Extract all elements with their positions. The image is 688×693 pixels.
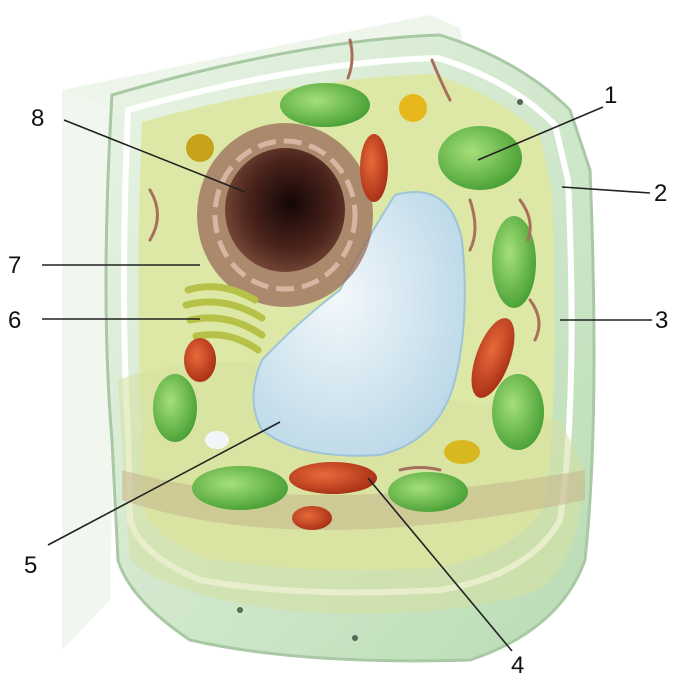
vesicle	[205, 431, 229, 449]
chloroplast	[388, 472, 468, 512]
label-3: 3	[655, 309, 668, 333]
mitochondrion	[360, 134, 388, 202]
nucleus	[225, 148, 345, 272]
peroxisome	[399, 94, 427, 122]
chloroplast	[192, 466, 288, 510]
wall-pore	[517, 99, 523, 105]
mitochondrion	[184, 338, 216, 382]
wall-pore	[237, 607, 243, 613]
label-2: 2	[654, 182, 667, 206]
label-4: 4	[511, 654, 524, 678]
label-8: 8	[31, 107, 44, 131]
chloroplast	[280, 83, 370, 127]
peroxisome	[444, 440, 480, 464]
label-7: 7	[8, 254, 21, 278]
chloroplast	[153, 374, 197, 442]
chloroplast	[438, 126, 522, 190]
mitochondrion	[292, 506, 332, 530]
wall-pore	[352, 635, 358, 641]
label-1: 1	[604, 84, 617, 108]
label-6: 6	[8, 309, 21, 333]
chloroplast	[492, 374, 544, 450]
peroxisome	[186, 134, 214, 162]
mitochondrion	[289, 462, 377, 494]
label-5: 5	[24, 554, 37, 578]
